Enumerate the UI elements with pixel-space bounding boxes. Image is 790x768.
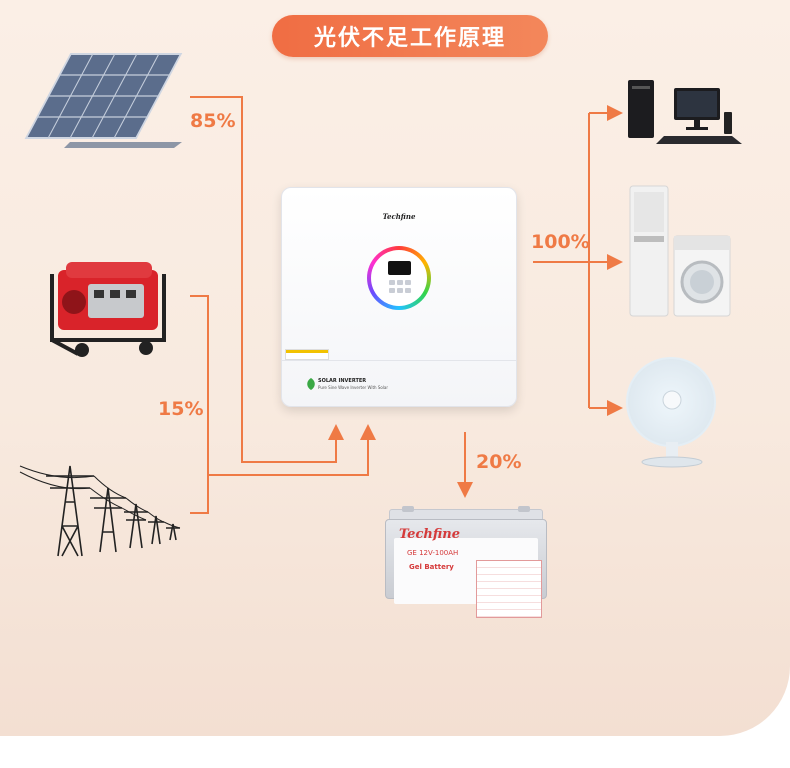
grid-flow-line — [208, 424, 376, 476]
inverter-display-ring — [367, 246, 431, 310]
inverter-label: SOLAR INVERTER — [318, 378, 367, 384]
inverter-warning-sticker — [285, 349, 329, 360]
inverter-buttons — [387, 280, 413, 294]
solar-inverter: Techfine SOLAR INVERTER Pure Sine Wave I… — [281, 187, 517, 407]
inverter-divider — [282, 360, 516, 361]
power-grid-image — [19, 465, 181, 557]
generator-grid-percentage: 15% — [158, 398, 204, 420]
battery-type: Gel Battery — [409, 563, 454, 571]
inverter-screen — [388, 261, 411, 275]
computer-image — [628, 80, 742, 144]
battery-spec-table — [476, 560, 542, 618]
battery-body — [385, 519, 547, 618]
generator-image — [50, 262, 166, 357]
battery-percentage: 20% — [476, 451, 522, 473]
leaf-icon — [307, 378, 315, 390]
fan-stand — [641, 390, 703, 468]
load-percentage: 100% — [531, 231, 590, 253]
inverter-sublabel: Pure Sine Wave Inverter With Solar — [318, 385, 389, 390]
generator-flow-line — [190, 295, 209, 514]
page-title: 光伏不足工作原理 — [272, 15, 548, 57]
solar-panel-image — [24, 53, 183, 148]
solar-flow-line — [190, 96, 344, 463]
battery-model: GE 12V-100AH — [407, 549, 459, 557]
appliances-image — [629, 185, 731, 317]
solar-percentage: 85% — [190, 110, 236, 132]
gel-battery: Techfine GE 12V-100AH Gel Battery — [385, 506, 547, 618]
inverter-brand: Techfine — [382, 212, 416, 221]
battery-brand: Techfine — [399, 527, 460, 542]
